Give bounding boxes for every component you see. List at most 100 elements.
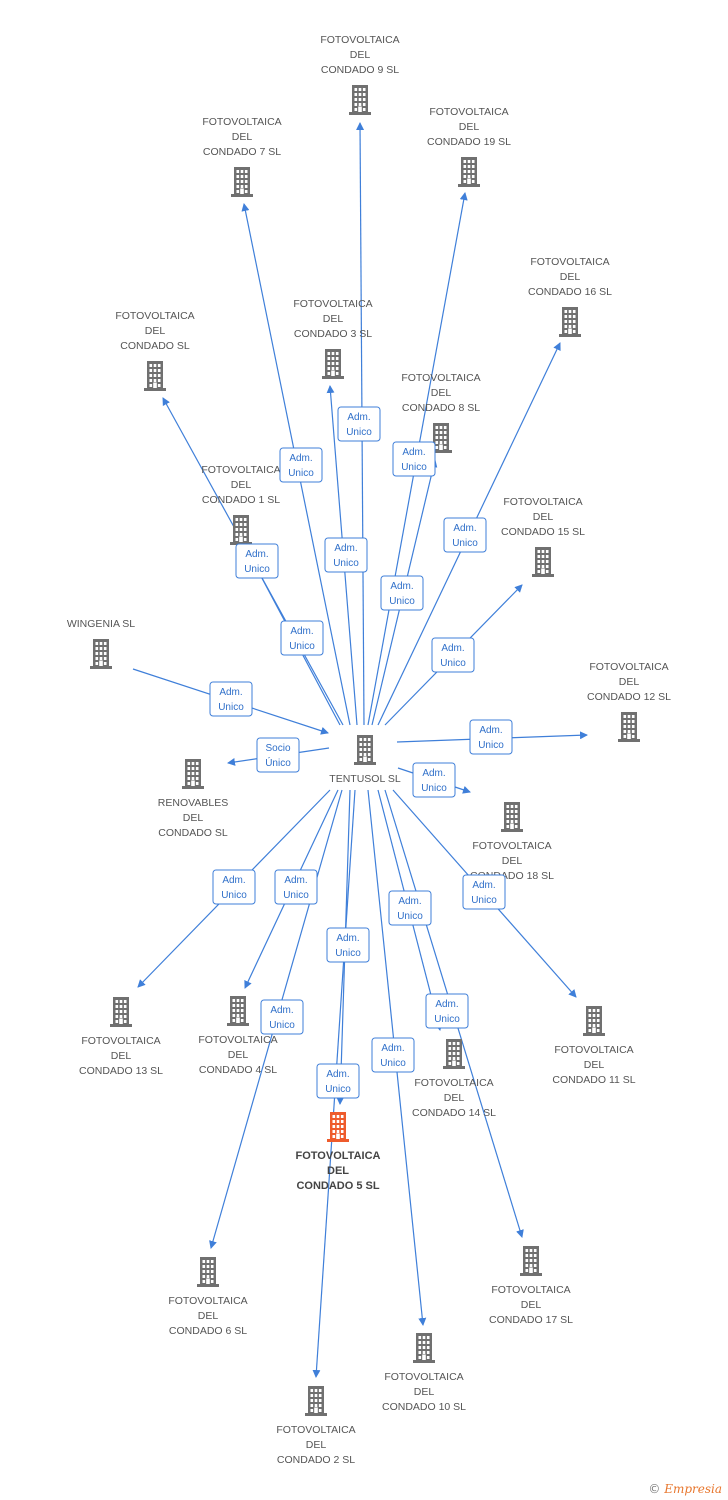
node-label: DEL [414,1386,435,1398]
edge-label-c0[interactable]: Adm.Unico [235,543,279,579]
edge-label-c16[interactable]: Adm.Unico [443,517,487,553]
building-icon [583,1006,605,1036]
edge-label-tentusol[interactable]: Adm.Unico [209,681,253,717]
node-label: DEL [231,479,252,491]
node-wingenia[interactable]: WINGENIA SL [67,618,135,669]
edge-label-c13[interactable]: Adm. Unico [212,869,256,905]
building-icon [322,349,344,379]
edge-label-c17[interactable]: Adm.Unico [425,993,469,1029]
edge-label-c12[interactable]: Adm.Unico [469,719,513,755]
edge-label-text: Unico [478,740,504,751]
edge-label-text: Unico [325,1084,351,1095]
edge-label-text: Adm. [284,875,307,886]
edge-label-c3[interactable]: Adm.Unico [324,537,368,573]
edge-label-c1[interactable]: Adm.Unico [280,620,324,656]
building-icon [110,997,132,1027]
edge-label-c18[interactable]: Adm.Unico [412,762,456,798]
edge-label-c14[interactable]: Adm.Unico [388,890,432,926]
edge-label-c19[interactable]: Adm.Unico [392,441,436,477]
edge-label-box [316,1063,360,1099]
brand-logo-text[interactable]: Empresia [664,1482,722,1496]
building-icon [230,515,252,545]
node-label: CONDADO 3 SL [294,328,372,340]
node-tentusol[interactable]: TENTUSOL SL [329,735,401,785]
edge-label-text: Adm. [472,880,495,891]
edge-label-text: Unico [452,538,478,549]
edge-label-text: Unico [397,911,423,922]
edge-label-c15[interactable]: Adm.Unico [431,637,475,673]
building-icon [90,639,112,669]
node-label: DEL [350,49,371,61]
edge-label-box [274,869,318,905]
edge-label-box [279,447,323,483]
edge-label-text: Unico [221,890,247,901]
edge-label-text: Unico [218,702,244,713]
edge-label-c6[interactable]: Adm.Unico [260,999,304,1035]
edge-label-text: Unico [283,890,309,901]
edge-label-c5[interactable]: Adm.Unico [326,927,370,963]
building-icon [413,1333,435,1363]
edge-label-c11[interactable]: Adm.Unico [462,874,506,910]
edge-label-c9[interactable]: Adm.Unico [337,406,381,442]
edge-label-c8[interactable]: Adm.Unico [380,575,424,611]
building-icon [520,1246,542,1276]
edge-label-box [256,737,300,773]
edge-label-box [392,441,436,477]
node-label: FOTOVOLTAICA [81,1035,160,1047]
node-label: CONDADO 17 SL [489,1314,573,1326]
node-label: TENTUSOL SL [329,773,401,785]
node-label: DEL [183,812,204,824]
node-label: DEL [533,511,554,523]
building-icon [443,1039,465,1069]
building-icon [618,712,640,742]
edge-label-text: Unico [434,1014,460,1025]
footer-credit: © Empresia [648,1482,722,1496]
building-icon [501,802,523,832]
node-label: DEL [560,271,581,283]
node-label: FOTOVOLTAICA [198,1034,277,1046]
edge-label-text: Unico [333,558,359,569]
edge-label-box [425,993,469,1029]
node-label: FOTOVOLTAICA [293,298,372,310]
node-label: DEL [459,121,480,133]
edge-label-text: Unico [288,468,314,479]
node-label: DEL [444,1092,465,1104]
node-label: CONDADO 14 SL [412,1107,496,1119]
edge-label-c4[interactable]: Adm. Unico [274,869,318,905]
edge-label-box [324,537,368,573]
edge-label-text: Adm. [222,875,245,886]
edge-label-c2[interactable]: Adm.Unico [316,1063,360,1099]
edge-label-box [235,543,279,579]
node-label: CONDADO 15 SL [501,526,585,538]
node-label: FOTOVOLTAICA [276,1424,355,1436]
edge-label-text: Unico [244,564,270,575]
edge-label-text: Unico [389,596,415,607]
edge-label-c7[interactable]: Adm.Unico [279,447,323,483]
edge-label-text: Unico [401,462,427,473]
edge-label-c10[interactable]: Adm.Unico [371,1037,415,1073]
edge-label-text: Unico [421,783,447,794]
node-label: CONDADO 2 SL [277,1454,355,1466]
